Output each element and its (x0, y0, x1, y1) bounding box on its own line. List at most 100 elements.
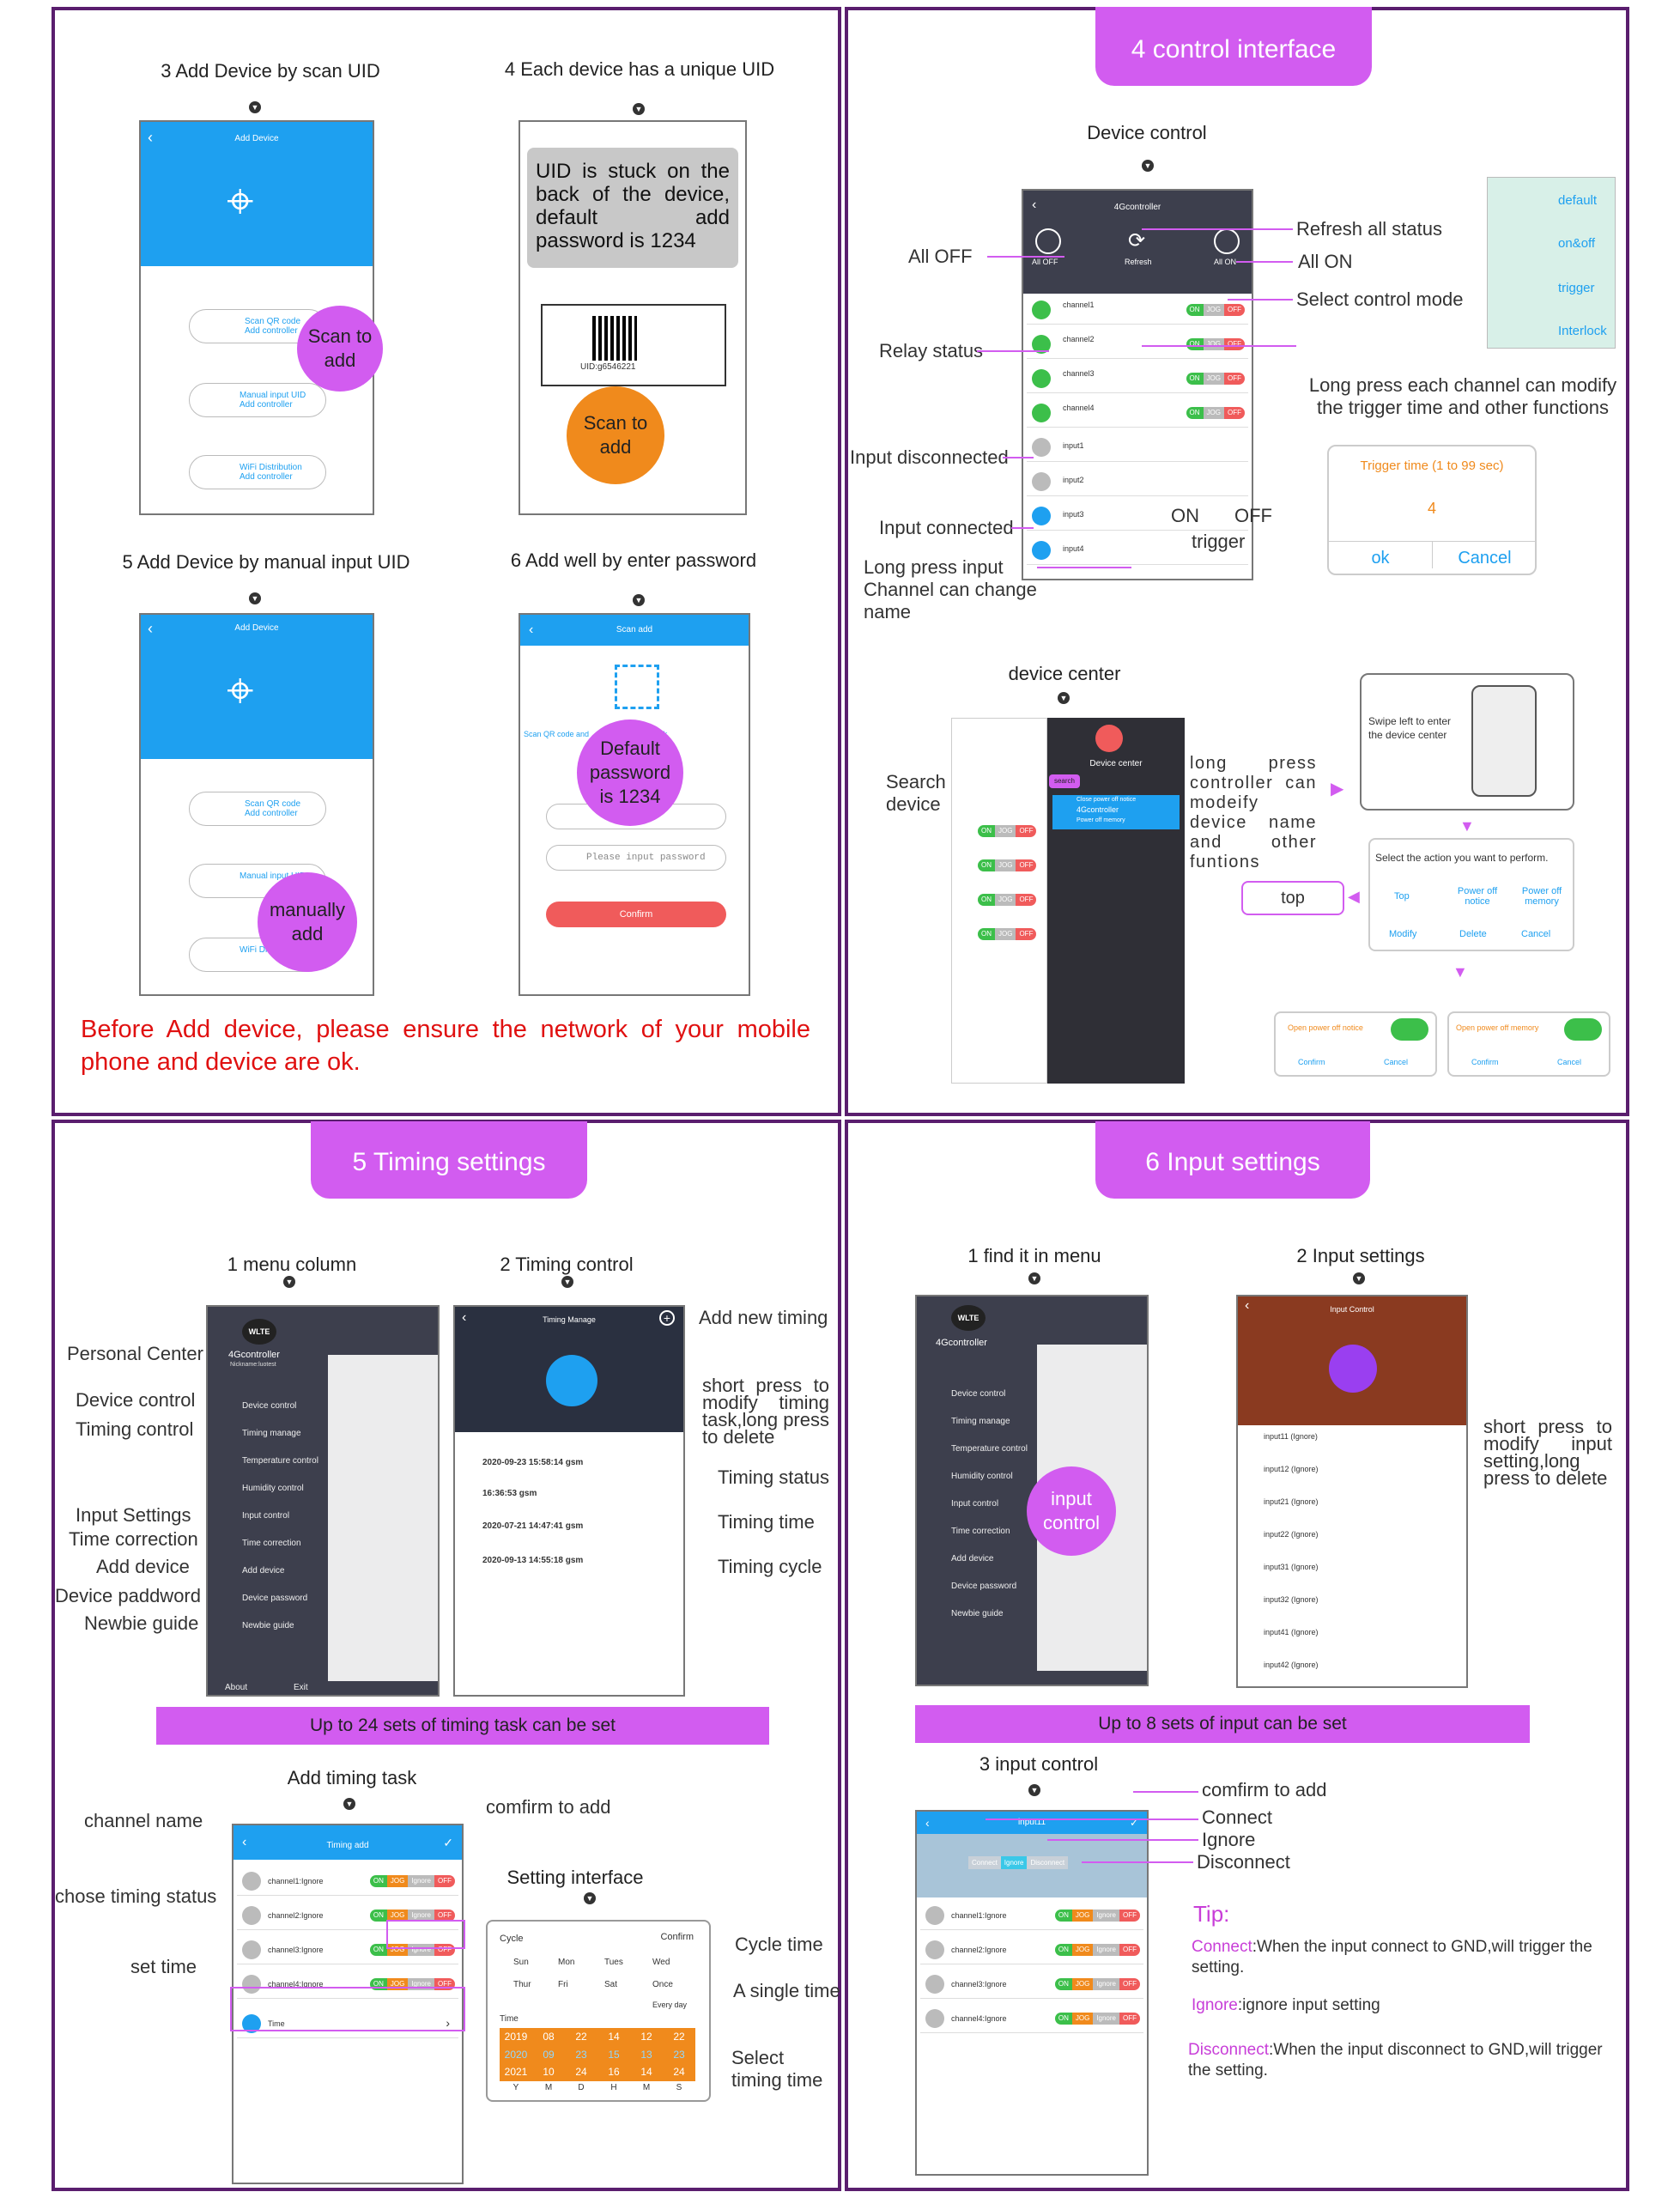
confirm-button[interactable]: Confirm (1471, 1058, 1499, 1066)
menu-time-correction[interactable]: Time correction (951, 1527, 1010, 1536)
ok-button[interactable]: ok (1329, 541, 1432, 568)
input-item[interactable]: input12 (Ignore) (1264, 1465, 1319, 1473)
power-icon[interactable] (1035, 228, 1061, 254)
day-fri[interactable]: Fri (558, 1980, 568, 1989)
input-item[interactable]: input21 (Ignore) (1264, 1497, 1319, 1506)
device-item[interactable]: Close power off notice 4Gcontroller Powe… (1052, 795, 1180, 829)
mode-on-off[interactable]: on&off (1558, 236, 1596, 251)
menu-timing-manage[interactable]: Timing manage (242, 1429, 301, 1438)
cancel-button[interactable]: Cancel (1557, 1058, 1582, 1066)
menu-add-device[interactable]: Add device (242, 1566, 285, 1576)
input-row[interactable]: input1 (1027, 433, 1248, 462)
back-icon[interactable]: ‹ (1032, 197, 1037, 212)
menu-newbie-guide[interactable]: Newbie guide (951, 1609, 1004, 1618)
refresh-button[interactable]: Refresh (1125, 258, 1152, 266)
input-row[interactable]: input4 (1027, 536, 1248, 565)
modify-action[interactable]: Modify (1389, 929, 1417, 939)
all-on-button[interactable]: All ON (1214, 258, 1237, 266)
power-on-icon[interactable] (1214, 228, 1240, 254)
back-icon[interactable]: ‹ (462, 1310, 467, 1325)
password-input[interactable]: Please input password (546, 845, 726, 871)
input-item[interactable]: input22 (Ignore) (1264, 1530, 1319, 1539)
back-icon[interactable]: ‹ (148, 620, 153, 637)
add-timing-icon[interactable]: + (659, 1310, 675, 1326)
confirm-button[interactable]: Confirm (546, 902, 726, 927)
back-icon[interactable]: ‹ (925, 1816, 930, 1830)
mode-trigger[interactable]: trigger (1558, 281, 1595, 295)
memory-switch[interactable] (1564, 1018, 1602, 1041)
day-tues[interactable]: Tues (604, 1958, 623, 1967)
back-icon[interactable]: ‹ (148, 129, 153, 146)
every-day-option[interactable]: Every day (652, 2001, 688, 2009)
day-sat[interactable]: Sat (604, 1980, 618, 1989)
confirm-button[interactable]: Confirm (1298, 1058, 1325, 1066)
menu-device-control[interactable]: Device control (242, 1401, 297, 1411)
menu-humidity-control[interactable]: Humidity control (242, 1484, 304, 1493)
input-item[interactable]: input42 (Ignore) (1264, 1661, 1319, 1669)
timing-item[interactable]: 2020-09-23 15:58:14 gsm (482, 1458, 584, 1467)
connection-segment[interactable]: Connect Ignore Disconnect (968, 1856, 1069, 1869)
menu-device-control[interactable]: Device control (951, 1389, 1006, 1399)
timing-item[interactable]: 2020-07-21 14:47:41 gsm (482, 1521, 584, 1531)
menu-input-control[interactable]: Input control (951, 1499, 999, 1509)
input-item[interactable]: input11 (Ignore) (1264, 1432, 1318, 1441)
cancel-button[interactable]: Cancel (1384, 1058, 1409, 1066)
refresh-icon[interactable]: ⟳ (1128, 229, 1146, 252)
day-wed[interactable]: Wed (652, 1958, 670, 1967)
mode-default[interactable]: default (1558, 193, 1598, 208)
input-item[interactable]: input31 (Ignore) (1264, 1563, 1319, 1571)
confirm-button[interactable]: Confirm (660, 1932, 694, 1942)
about-button[interactable]: About (225, 1683, 248, 1692)
input-row[interactable]: input2 (1027, 467, 1248, 496)
trigger-time-input[interactable]: 4 (1427, 500, 1436, 517)
back-icon[interactable]: ‹ (1245, 1298, 1250, 1313)
menu-temperature-control[interactable]: Temperature control (242, 1456, 318, 1466)
day-once[interactable]: Once (652, 1980, 673, 1989)
timing-item[interactable]: 16:36:53 gsm (482, 1489, 537, 1498)
back-icon[interactable]: ‹ (242, 1835, 247, 1849)
top-action[interactable]: Top (1394, 891, 1410, 902)
confirm-check-icon[interactable]: ✓ (443, 1836, 453, 1849)
power-off-memory-action[interactable]: Power off memory (1521, 886, 1562, 907)
menu-input-control[interactable]: Input control (242, 1511, 290, 1521)
input-item[interactable]: input41 (Ignore) (1264, 1628, 1319, 1636)
menu-temperature-control[interactable]: Temperature control (951, 1444, 1028, 1454)
menu-device-password[interactable]: Device password (951, 1582, 1017, 1591)
time-row[interactable]: Time› (237, 2009, 458, 2038)
day-mon[interactable]: Mon (558, 1958, 575, 1967)
power-off-notice-action[interactable]: Power off notice (1457, 886, 1498, 907)
menu-device-password[interactable]: Device password (242, 1594, 308, 1603)
timing-item[interactable]: 2020-09-13 14:55:18 gsm (482, 1556, 584, 1565)
all-off-button[interactable]: All OFF (1032, 258, 1058, 266)
delete-action[interactable]: Delete (1459, 929, 1487, 939)
cancel-action[interactable]: Cancel (1521, 929, 1551, 939)
notice-switch[interactable] (1391, 1018, 1428, 1041)
exit-button[interactable]: Exit (294, 1683, 308, 1692)
menu-timing-manage[interactable]: Timing manage (951, 1417, 1010, 1426)
